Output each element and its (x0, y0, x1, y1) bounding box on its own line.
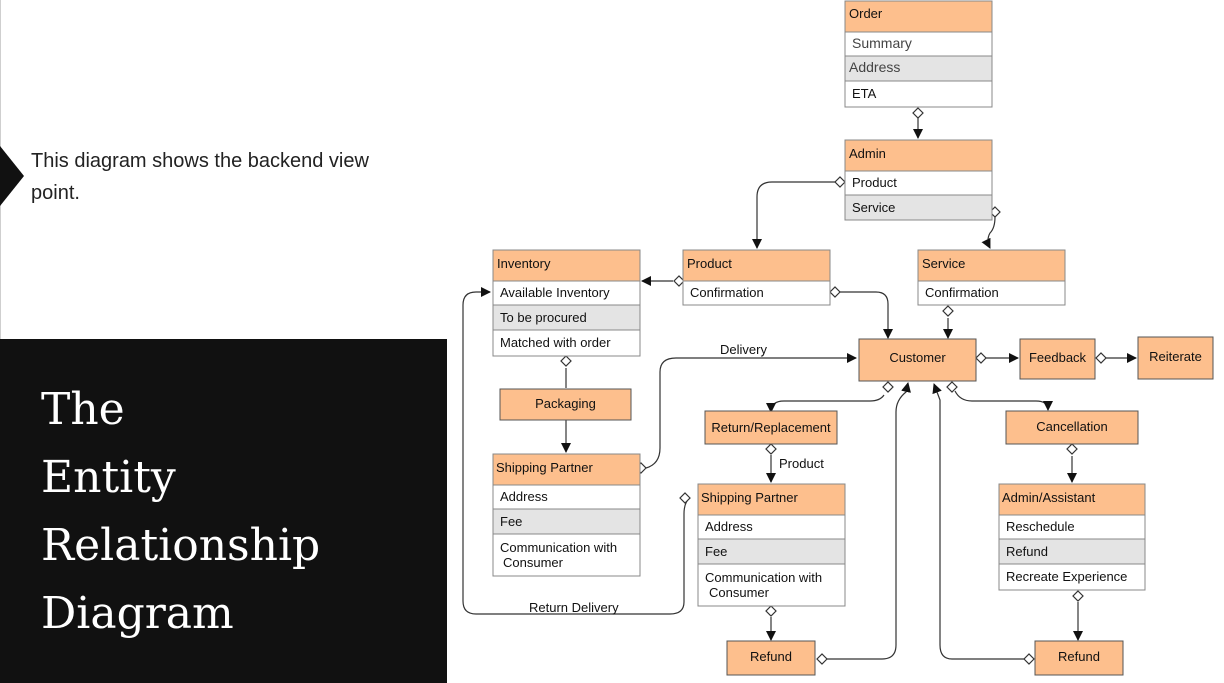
entity-product: Product Confirmation (682, 249, 831, 306)
entity-shipping-partner-1-row: Fee (500, 514, 522, 529)
entity-return-replacement: Return/Replacement (704, 410, 838, 445)
diamond-icon (882, 381, 894, 393)
entity-shipping-partner-1-row: Address (500, 489, 548, 504)
entity-admin-assistant: Admin/Assistant Reschedule Refund Recrea… (998, 483, 1146, 591)
entity-shipping-partner-1: Shipping Partner Address Fee Communicati… (492, 453, 641, 577)
entity-refund-2-title: Refund (1058, 649, 1100, 664)
entity-shipping-partner-2: Shipping Partner Address Fee Communicati… (697, 483, 846, 607)
entity-reiterate: Reiterate (1137, 336, 1214, 380)
entity-order-row: Address (849, 59, 900, 75)
entity-shipping-partner-2-row: Fee (705, 544, 727, 559)
diamond-icon (975, 352, 987, 364)
entity-packaging: Packaging (499, 388, 632, 421)
diamond-icon (673, 275, 685, 287)
diamond-icon (560, 355, 572, 367)
entity-cancellation: Cancellation (1005, 410, 1139, 445)
diamond-icon (1095, 352, 1107, 364)
diamond-icon (946, 381, 958, 393)
edge-customer-cancellation (954, 390, 1053, 411)
entity-feedback: Feedback (1019, 338, 1096, 380)
connectors (462, 118, 1137, 660)
entity-shipping-partner-2-title: Shipping Partner (701, 490, 799, 505)
entity-service: Service Confirmation (917, 249, 1066, 306)
entity-order: Order Summary Address ETA (844, 0, 993, 108)
entity-admin-title: Admin (849, 146, 886, 161)
entity-feedback-title: Feedback (1029, 350, 1087, 365)
title-line-4: Diagram (41, 588, 234, 639)
diamond-icon (765, 605, 777, 617)
entity-inventory-title: Inventory (497, 256, 551, 271)
entity-refund-1: Refund (726, 640, 816, 676)
diamond-icon (1072, 590, 1084, 602)
entity-inventory-row: Matched with order (500, 335, 611, 350)
pointer-triangle-icon (0, 146, 24, 206)
entity-customer: Customer (858, 338, 977, 382)
entity-admin: Admin Product Service (844, 139, 993, 221)
slide-caption: This diagram shows the backend view poin… (31, 150, 369, 204)
edge-customer-return (766, 394, 885, 413)
edge-product-customer (840, 291, 893, 339)
entity-refund-2: Refund (1034, 640, 1124, 676)
edge-refund1-customer (827, 382, 911, 660)
entity-inventory: Inventory Available Inventory To be proc… (492, 249, 641, 357)
entity-admin-row: Product (852, 175, 897, 190)
edge-admin-product (752, 181, 836, 249)
title-line-2: Entity (41, 452, 176, 503)
diamond-icon (912, 107, 924, 119)
entity-shipping-partner-1-row: Consumer (503, 555, 564, 570)
diamond-icon (942, 305, 954, 317)
edge-refund2-customer (932, 383, 1024, 660)
edge-shipping-customer-delivery (645, 353, 857, 469)
entity-customer-title: Customer (889, 350, 946, 365)
entity-service-title: Service (922, 256, 965, 271)
entity-shipping-partner-2-row: Consumer (709, 585, 770, 600)
entity-return-replacement-title: Return/Replacement (711, 420, 831, 435)
edge-label-return-delivery: Return Delivery (529, 600, 619, 615)
title-line-1: The (41, 384, 125, 435)
entity-packaging-title: Packaging (535, 396, 596, 411)
entity-admin-row: Service (852, 200, 895, 215)
entity-order-row: Summary (852, 35, 912, 51)
diamond-icon (816, 653, 828, 665)
title-panel: The Entity Relationship Diagram (0, 339, 447, 683)
diamond-icon (1023, 653, 1035, 665)
entity-service-row: Confirmation (925, 285, 999, 300)
edge-shipping2-inventory (462, 287, 691, 615)
entity-shipping-partner-2-row: Communication with (705, 570, 822, 585)
entity-inventory-row: To be procured (500, 310, 587, 325)
entity-shipping-partner-2-row: Address (705, 519, 753, 534)
edge-label-product: Product (779, 456, 824, 471)
diamond-icon (1066, 443, 1078, 455)
entity-order-row: ETA (852, 86, 877, 101)
title-line-3: Relationship (41, 520, 321, 571)
diamond-icon (679, 492, 691, 504)
diamond-icon (834, 176, 846, 188)
entity-admin-assistant-row: Reschedule (1006, 519, 1075, 534)
entity-cancellation-title: Cancellation (1036, 419, 1108, 434)
entity-order-title: Order (849, 6, 883, 21)
entity-reiterate-title: Reiterate (1149, 349, 1202, 364)
entity-admin-assistant-row: Refund (1006, 544, 1048, 559)
entity-shipping-partner-1-title: Shipping Partner (496, 460, 594, 475)
edge-admin-service (981, 216, 996, 249)
entity-admin-assistant-title: Admin/Assistant (1002, 490, 1096, 505)
aggregation-diamonds (560, 107, 1107, 665)
entity-inventory-row: Available Inventory (500, 285, 610, 300)
entity-product-title: Product (687, 256, 732, 271)
entity-product-row: Confirmation (690, 285, 764, 300)
entity-shipping-partner-1-row: Communication with (500, 540, 617, 555)
edge-label-delivery: Delivery (720, 342, 767, 357)
entity-refund-1-title: Refund (750, 649, 792, 664)
diamond-icon (829, 286, 841, 298)
diamond-icon (765, 443, 777, 455)
entity-admin-assistant-row: Recreate Experience (1006, 569, 1127, 584)
